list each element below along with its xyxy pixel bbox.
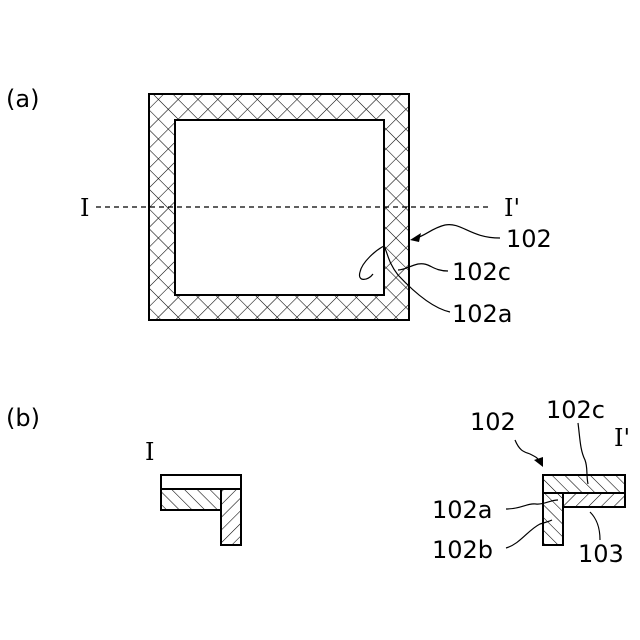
arrowhead-102: [410, 233, 421, 242]
section-b-end-label: I': [614, 424, 630, 452]
arrowhead-102-b: [534, 457, 543, 467]
label-102c-a: 102c: [452, 258, 511, 286]
label-102b: 102b: [432, 536, 493, 564]
label-102a-a: 102a: [452, 300, 513, 328]
label-103: 103: [578, 540, 624, 568]
section-start-label: I: [80, 194, 89, 222]
left-vertical-leg: [221, 489, 241, 545]
leader-102-b: [515, 440, 540, 462]
panel-b-tag: (b): [6, 404, 40, 432]
leader-103: [590, 512, 600, 540]
label-102-a: 102: [506, 225, 552, 253]
panel-b: (b) I I' 102 102c 103 102a: [6, 396, 630, 568]
section-end-label: I': [504, 194, 520, 222]
left-horizontal-bar: [161, 489, 221, 510]
label-102c-b: 102c: [546, 396, 605, 424]
panel-a: (a) I I' 102 102c 102a: [6, 85, 552, 328]
right-top-bar: [543, 475, 625, 493]
section-b-start-label: I: [145, 438, 154, 466]
panel-a-tag: (a): [6, 85, 39, 113]
right-inner-layer: [563, 493, 625, 507]
label-102-b: 102: [470, 408, 516, 436]
label-102a-b: 102a: [432, 496, 493, 524]
left-cover-top: [161, 475, 241, 489]
leader-102: [416, 225, 500, 238]
